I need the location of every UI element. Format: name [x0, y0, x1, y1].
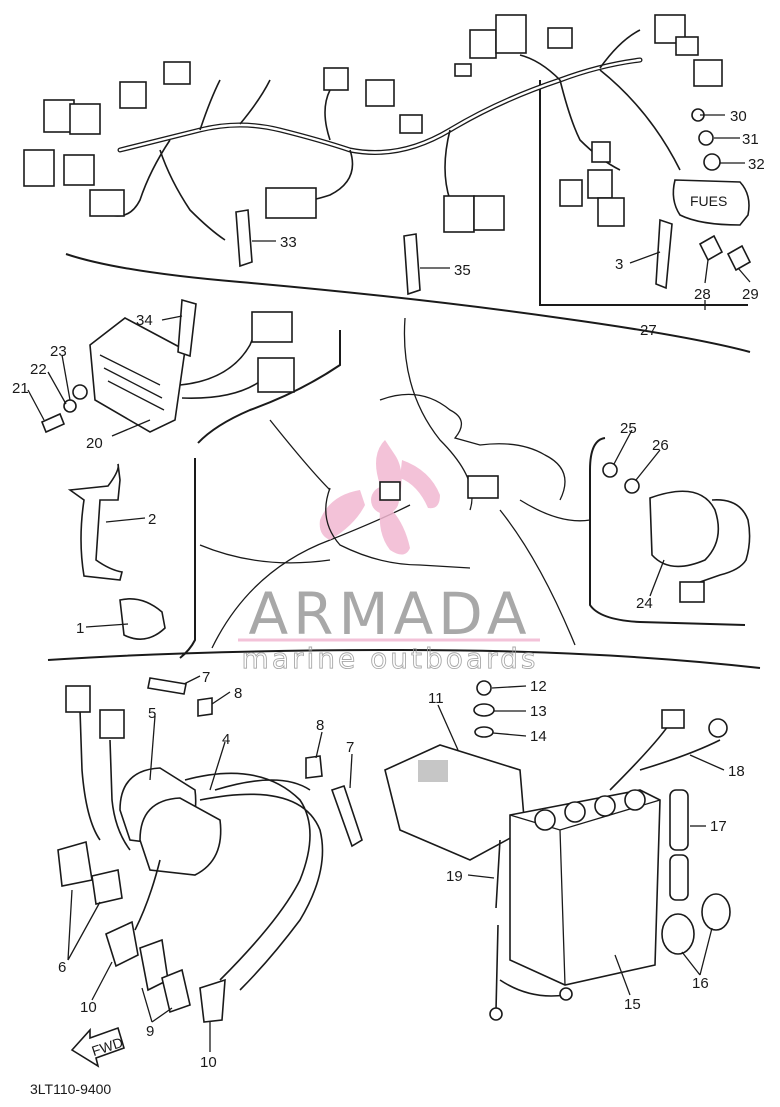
rectifier-regulator	[40, 298, 295, 434]
callout-19: 19	[446, 868, 463, 885]
callout-26: 26	[652, 437, 669, 454]
callout-18: 18	[728, 763, 745, 780]
battery	[489, 709, 731, 1021]
callout-5: 5	[148, 705, 156, 722]
callout-7-mid: 7	[346, 739, 354, 756]
callout-13: 13	[530, 703, 547, 720]
main-wire-harness: FUES	[23, 14, 752, 296]
callout-23: 23	[50, 343, 67, 360]
callout-35: 35	[454, 262, 471, 279]
fuse-box-label: FUES	[690, 193, 727, 209]
cdi-unit	[384, 680, 526, 861]
bike-outline-sketch	[325, 393, 566, 569]
callout-16: 16	[692, 975, 709, 992]
callout-11: 11	[428, 690, 444, 707]
callout-2: 2	[148, 511, 156, 528]
callout-17: 17	[710, 818, 727, 835]
callout-30: 30	[730, 108, 747, 125]
section-dividers	[47, 80, 761, 669]
callout-9: 9	[146, 1023, 154, 1040]
callout-3: 3	[615, 256, 623, 273]
callout-31: 31	[742, 131, 759, 148]
callout-28: 28	[694, 286, 711, 303]
callout-7-top: 7	[202, 669, 210, 686]
callout-10-right: 10	[200, 1054, 217, 1071]
callout-33: 33	[280, 234, 297, 251]
callout-27: 27	[640, 322, 657, 339]
ignition-coils	[57, 677, 363, 1023]
left-bracket-parts	[67, 463, 166, 640]
callout-8-top: 8	[234, 685, 242, 702]
callout-15: 15	[624, 996, 641, 1013]
watermark-brand: ARMADA	[248, 580, 531, 648]
callout-leaders	[27, 114, 751, 1052]
callout-4: 4	[222, 731, 230, 748]
callout-1: 1	[76, 620, 84, 637]
watermark-tagline: marine outboards	[242, 642, 539, 675]
callout-22: 22	[30, 361, 47, 378]
horn-assembly	[602, 462, 751, 603]
callout-numbers: 30 31 32 33 35 3 28 29 27 34 23 22 21 20…	[12, 108, 765, 1071]
callout-25: 25	[620, 420, 637, 437]
callout-24: 24	[636, 595, 653, 612]
drawing-code: 3LT110-9400	[30, 1081, 111, 1097]
callout-29: 29	[742, 286, 759, 303]
callout-32: 32	[748, 156, 765, 173]
callout-20: 20	[86, 435, 103, 452]
callout-12: 12	[530, 678, 547, 695]
callout-8-mid: 8	[316, 717, 324, 734]
armada-watermark: ARMADA marine outboards	[238, 440, 540, 675]
forward-direction-arrow: FWD	[70, 1026, 125, 1068]
callout-6: 6	[58, 959, 66, 976]
callout-10-left: 10	[80, 999, 97, 1016]
callout-21: 21	[12, 380, 29, 397]
callout-14: 14	[530, 728, 547, 745]
callout-34: 34	[136, 312, 153, 329]
